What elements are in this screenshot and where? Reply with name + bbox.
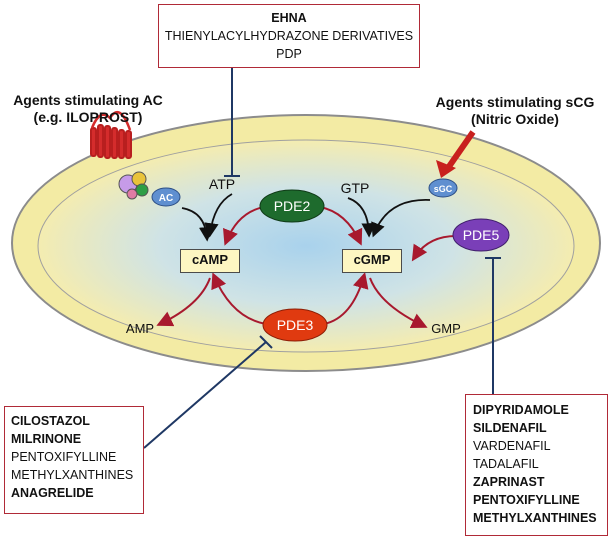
pde2-inhibitor-box: EHNA THIENYLACYLHYDRAZONE DERIVATIVES PD… <box>158 4 420 68</box>
inhibitor-drug: TADALAFIL <box>473 457 539 471</box>
inhibitor-drug: VARDENAFIL <box>473 439 551 453</box>
atp-label: ATP <box>209 176 235 192</box>
sgc-enzyme <box>428 178 458 198</box>
no-stimulus-arrowhead <box>436 160 456 178</box>
inhibitor-drug: EHNA <box>271 11 307 25</box>
g-protein-gamma-icon <box>135 183 149 197</box>
top-inhibition-line <box>224 68 240 177</box>
pde5-label: PDE5 <box>463 227 500 243</box>
inhibitor-drug: DIPYRIDAMOLE <box>473 403 569 417</box>
inhibitor-drug: METHYLXANTHINES <box>473 511 597 525</box>
gmp-label: GMP <box>431 321 461 336</box>
ac-agents-label: Agents stimulating AC (e.g. ILOPROST) <box>2 92 174 126</box>
ac-agents-line: (e.g. ILOPROST) <box>33 109 143 125</box>
inhibitor-drug: PENTOXIFYLLINE <box>11 450 117 464</box>
right-inhibition-line <box>485 257 501 394</box>
inhibitor-drug: CILOSTAZOL <box>11 414 90 428</box>
pde3-label: PDE3 <box>277 317 314 333</box>
inhibitor-drug: ANAGRELIDE <box>11 486 94 500</box>
pde2-label: PDE2 <box>274 198 311 214</box>
pde2-enzyme <box>259 189 325 223</box>
left-inhibition-line <box>143 335 273 449</box>
cgmp-to-gmp-arrow <box>369 277 428 329</box>
inhibitor-drug: PDP <box>276 47 302 61</box>
receptor-icon <box>90 110 132 159</box>
inhibitor-drug: MILRINONE <box>11 432 82 446</box>
amp-label: AMP <box>126 321 154 336</box>
sgc-label: sGC <box>434 184 453 194</box>
sgc-to-cgmp-arrow <box>371 199 431 238</box>
camp-to-amp-arrow <box>156 277 211 327</box>
inhibitor-drug: PENTOXIFYLLINE <box>473 493 580 507</box>
ac-enzyme <box>151 187 181 207</box>
camp-node: cAMP <box>180 249 240 273</box>
gtp-label: GTP <box>341 180 370 196</box>
no-stimulus-arrow <box>445 130 476 170</box>
sgc-agents-label: Agents stimulating sCG (Nitric Oxide) <box>420 94 610 128</box>
inhibitor-drug: ZAPRINAST <box>473 475 545 489</box>
pde3-inhibitor-box: CILOSTAZOL MILRINONE PENTOXIFYLLINE METH… <box>4 406 144 514</box>
pde5-enzyme <box>452 218 510 252</box>
g-protein-extra-icon <box>126 188 138 200</box>
sgc-agents-line: Agents stimulating sCG <box>435 94 595 110</box>
atp-to-camp-arrow <box>204 193 233 238</box>
ac-label: AC <box>159 193 173 204</box>
pde5-to-cgmp-arrow <box>411 235 457 262</box>
ac-agents-line: Agents stimulating AC <box>13 92 163 108</box>
inhibitor-drug: SILDENAFIL <box>473 421 547 435</box>
pde3-to-camp-arrow <box>211 272 267 325</box>
sgc-agents-line: (Nitric Oxide) <box>471 111 559 127</box>
pde5-inhibitor-box: DIPYRIDAMOLE SILDENAFIL VARDENAFIL TADAL… <box>465 394 608 536</box>
cgmp-node: cGMP <box>342 249 402 273</box>
inhibitor-drug: THIENYLACYLHYDRAZONE DERIVATIVES <box>164 29 414 43</box>
inhibitor-drug: METHYLXANTHINES <box>11 468 134 482</box>
pde3-to-cgmp-arrow <box>323 272 369 325</box>
pde3-enzyme <box>262 308 328 342</box>
gtp-to-cgmp-arrow <box>347 197 376 238</box>
